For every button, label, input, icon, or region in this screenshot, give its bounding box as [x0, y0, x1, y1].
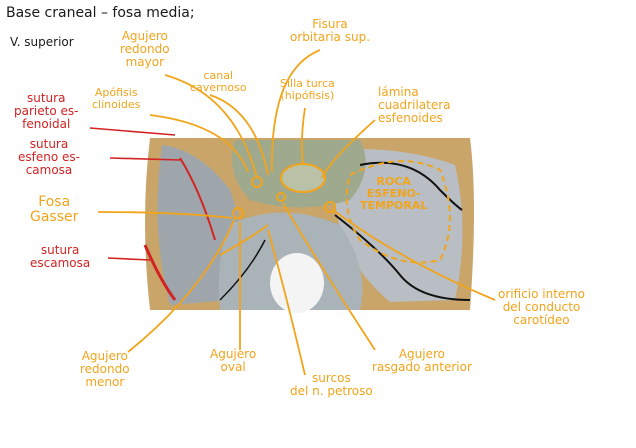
foramen-ovale-marker	[232, 207, 244, 219]
foramen-lacerum-marker	[276, 192, 286, 202]
label-sutura-escamosa: sutura escamosa	[30, 243, 91, 271]
leader-fosa-gasser	[97, 211, 233, 219]
left-ridge-line	[219, 239, 266, 301]
sutura-esfeno-line	[179, 157, 216, 241]
leader-rasgado-2	[219, 224, 269, 256]
carotid-marker	[324, 201, 336, 213]
diagram-title-line2: V. superior	[10, 35, 74, 49]
leader-silla	[300, 107, 306, 166]
label-agujero-redondo-menor: Agujero redondo menor	[80, 349, 130, 390]
leader-rasgado	[282, 202, 376, 351]
label-agujero-rasgado: Agujero rasgado anterior	[372, 347, 472, 375]
label-orificio-carotideo: orificio interno del conducto carotídeo	[498, 287, 585, 328]
leader-redondo-menor	[127, 217, 236, 353]
petrous-region-outline	[345, 160, 451, 264]
label-agujero-redondo-mayor: Agujero redondo mayor	[120, 29, 170, 70]
label-agujero-oval: Agujero oval	[210, 347, 257, 375]
left-middle-fossa	[157, 145, 240, 305]
label-canal-cavernoso: canal cavernoso	[190, 69, 247, 95]
leader-sutura-parieto	[89, 127, 176, 136]
label-surcos-petroso: surcos del n. petroso	[290, 371, 373, 399]
sphenoid-ridge-line	[359, 161, 463, 211]
leader-canal	[209, 94, 269, 176]
label-fisura-orbitaria: Fisura orbitaria sup.	[290, 17, 371, 45]
petrous-ridge-line	[334, 214, 471, 301]
label-lamina-cuadrilatera: lámina cuadrilatera esfenoides	[378, 85, 451, 126]
label-sutura-esfeno: sutura esfeno es- camosa	[18, 137, 80, 178]
label-sutura-parieto: sutura parieto es- fenoidal	[14, 91, 79, 132]
leader-agujero-mayor	[164, 74, 258, 179]
leader-apofisis	[149, 114, 249, 173]
leader-lamina	[321, 119, 376, 179]
leader-sutura-escamosa	[107, 257, 151, 261]
leader-surcos	[267, 229, 306, 376]
sella-turcica	[280, 163, 326, 193]
right-middle-fossa	[330, 149, 463, 302]
label-silla-turca: Silla turca (hipófisis)	[280, 77, 335, 103]
foramen-magnum	[270, 253, 324, 313]
label-fosa-gasser: Fosa Gasser	[30, 194, 79, 226]
sutura-escamosa-line	[143, 244, 177, 301]
leader-sutura-esfeno	[109, 157, 181, 161]
label-roca-esfeno-temporal: ROCA ESFENO- TEMPORAL	[360, 175, 428, 213]
leader-orificio	[332, 209, 496, 301]
leader-fisura	[271, 49, 321, 173]
diagram-title-line1: Base craneal – fosa media;	[6, 5, 195, 21]
label-apofisis-clinoides: Apófisis clinoides	[92, 86, 141, 112]
